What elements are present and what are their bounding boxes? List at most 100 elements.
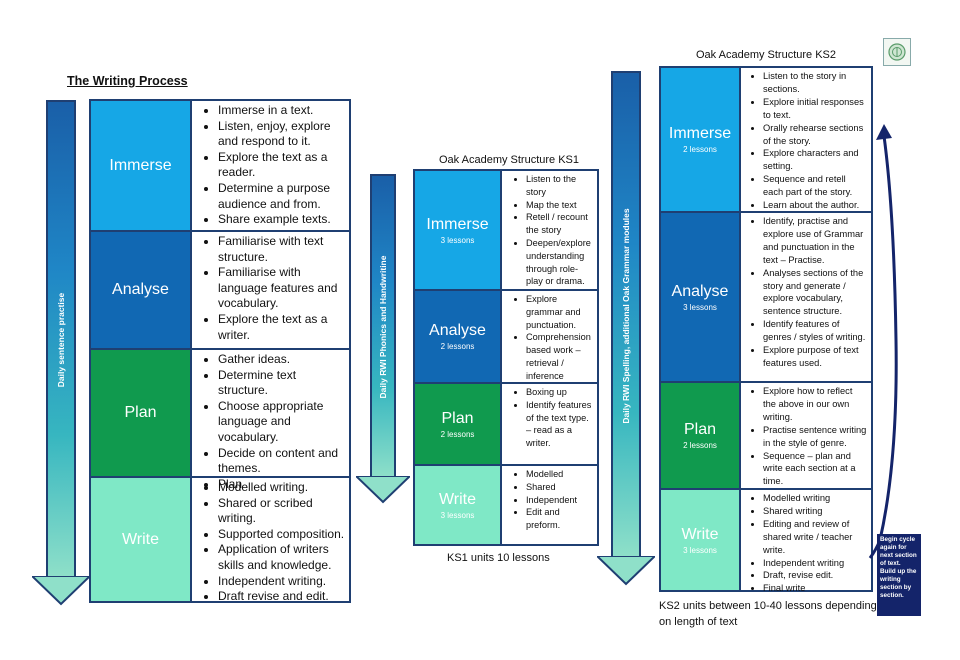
list-item: Orally rehearse sections of the story.	[763, 122, 867, 148]
list-item: Map the text	[526, 199, 593, 212]
list-item: Shared	[526, 481, 593, 494]
list-item: Decide on content and themes.	[218, 446, 345, 477]
arrow-head-icon	[597, 556, 655, 586]
list-item: Sequence – plan and write each section a…	[763, 450, 867, 489]
stage-label-write: Write	[91, 478, 192, 601]
stage-label-plan: Plan	[91, 350, 192, 476]
list-item: Familiarise with language features and v…	[218, 265, 345, 312]
stage-name: Immerse	[668, 125, 732, 142]
stage-name: Plan	[124, 404, 157, 421]
stage-label-analyse: Analyse 2 lessons	[415, 291, 502, 382]
list-item: Identify features of the text type. – re…	[526, 399, 593, 450]
main-title: The Writing Process	[67, 74, 188, 88]
list-item: Edit and preform.	[526, 506, 593, 532]
list-item: Explore the text as a writer.	[218, 312, 345, 343]
stage-label-analyse: Analyse 3 lessons	[661, 213, 741, 381]
list-item: Familiarise with text structure.	[218, 234, 345, 265]
list-item: Determine text structure.	[218, 368, 345, 399]
stage-name: Immerse	[109, 156, 172, 174]
arrow-label: Daily sentence practise	[56, 292, 66, 388]
list-item: Comprehension based work – retrieval / i…	[526, 331, 593, 382]
cycle-note: Begin cycle again for next section of te…	[877, 534, 921, 616]
list-item: Explore how to reflect the above in our …	[763, 385, 867, 424]
list-item: Boxing up	[526, 386, 593, 399]
stage-row-plan: Plan Gather ideas. Determine text struct…	[91, 348, 349, 491]
ks1-phonics-arrow: Daily RWI Phonics and Handwritine	[356, 174, 410, 504]
list-item: Immerse in a text.	[218, 103, 345, 119]
stage-name: Immerse	[426, 215, 489, 233]
list-item: Deepen/explore understanding through rol…	[526, 237, 593, 288]
list-item: Draft, revise edit.	[763, 569, 867, 582]
stage-bullets: Modelled Shared Independent Edit and pre…	[502, 466, 597, 544]
stage-row-analyse: Analyse 3 lessons Identify, practise and…	[661, 211, 871, 381]
stage-name: Analyse	[671, 282, 729, 300]
arrow-head-icon	[32, 576, 90, 606]
list-item: Retell / recount the story	[526, 211, 593, 237]
list-item: Supported composition.	[218, 527, 345, 543]
arrow-head-icon	[356, 476, 410, 504]
list-item: Explore characters and setting.	[763, 147, 867, 173]
stage-row-write: Write 3 lessons Modelled writing Shared …	[661, 488, 871, 593]
daily-sentence-arrow: Daily sentence practise	[32, 100, 90, 606]
list-item: Editing and review of shared write / tea…	[763, 518, 867, 557]
arrow-label: Daily RWI Spelling, additional Oak Gramm…	[621, 207, 631, 424]
lesson-count: 2 lessons	[440, 429, 475, 439]
ks1-table: Immerse 3 lessons Listen to the story Ma…	[413, 169, 599, 546]
stage-label-analyse: Analyse	[91, 232, 192, 348]
list-item: Analyses sections of the story and gener…	[763, 267, 867, 319]
lesson-count: 3 lessons	[440, 235, 475, 245]
stage-row-analyse: Analyse 2 lessons Explore grammar and pu…	[415, 289, 597, 382]
list-item: Practise sentence writing in the style o…	[763, 424, 867, 450]
list-item: Final write	[763, 582, 867, 595]
lesson-count: 2 lessons	[440, 342, 475, 351]
school-logo-icon	[883, 38, 911, 66]
stage-bullets: Modelled writing. Shared or scribed writ…	[192, 478, 349, 603]
list-item: Modelled	[526, 468, 593, 481]
cycle-arrow-icon	[868, 124, 898, 559]
stage-row-write: Write Modelled writing. Shared or scribe…	[91, 476, 349, 603]
ks1-caption: KS1 units 10 lessons	[447, 552, 550, 564]
writing-process-table: Immerse Immerse in a text. Listen, enjoy…	[89, 99, 351, 603]
list-item: Identify features of genres / styles of …	[763, 318, 867, 344]
list-item: Listen to the story	[526, 173, 593, 199]
lesson-count: 3 lessons	[683, 302, 717, 312]
arrow-label: Daily RWI Phonics and Handwritine	[378, 255, 388, 399]
list-item: Explore grammar and punctuation.	[526, 293, 593, 331]
stage-bullets: Boxing up Identify features of the text …	[502, 384, 597, 464]
stage-bullets: Explore grammar and punctuation. Compreh…	[502, 291, 597, 382]
list-item: Modelled writing.	[218, 480, 345, 496]
stage-bullets: Explore how to reflect the above in our …	[741, 383, 871, 488]
stage-row-plan: Plan 2 lessons Explore how to reflect th…	[661, 381, 871, 488]
stage-name: Plan	[441, 409, 474, 427]
lesson-count: 2 lessons	[683, 441, 717, 450]
ks2-spelling-arrow: Daily RWI Spelling, additional Oak Gramm…	[597, 71, 655, 586]
stage-row-immerse: Immerse Immerse in a text. Listen, enjoy…	[91, 101, 349, 230]
stage-row-write: Write 3 lessons Modelled Shared Independ…	[415, 464, 597, 544]
lesson-count: 3 lessons	[683, 545, 717, 555]
list-item: Modelled writing	[763, 492, 867, 505]
stage-label-write: Write 3 lessons	[415, 466, 502, 544]
list-item: Listen, enjoy, explore and respond to it…	[218, 119, 345, 150]
lesson-count: 3 lessons	[440, 510, 475, 520]
list-item: Learn about the author.	[763, 199, 867, 212]
stage-bullets: Listen to the story in sections. Explore…	[741, 68, 871, 211]
lesson-count: 2 lessons	[683, 145, 717, 154]
stage-bullets: Immerse in a text. Listen, enjoy, explor…	[192, 101, 349, 230]
stage-name: Write	[438, 490, 477, 508]
list-item: Gather ideas.	[218, 352, 345, 368]
stage-label-write: Write 3 lessons	[661, 490, 741, 590]
ks1-title: Oak Academy Structure KS1	[439, 154, 580, 166]
stage-bullets: Modelled writing Shared writing Editing …	[741, 490, 871, 593]
list-item: Independent writing	[763, 557, 867, 570]
list-item: Choose appropriate language and vocabula…	[218, 399, 345, 446]
stage-name: Write	[681, 525, 719, 543]
list-item: Draft revise and edit.	[218, 589, 345, 605]
stage-label-immerse: Immerse 3 lessons	[415, 171, 502, 289]
list-item: Share example texts.	[218, 212, 345, 228]
stage-bullets: Listen to the story Map the text Retell …	[502, 171, 597, 289]
stage-bullets: Identify, practise and explore use of Gr…	[741, 213, 871, 381]
ks2-title: Oak Academy Structure KS2	[696, 49, 837, 61]
ks2-table: Immerse 2 lessons Listen to the story in…	[659, 66, 873, 593]
list-item: Application of writers skills and knowle…	[218, 542, 345, 573]
stage-label-immerse: Immerse 2 lessons	[661, 68, 741, 211]
